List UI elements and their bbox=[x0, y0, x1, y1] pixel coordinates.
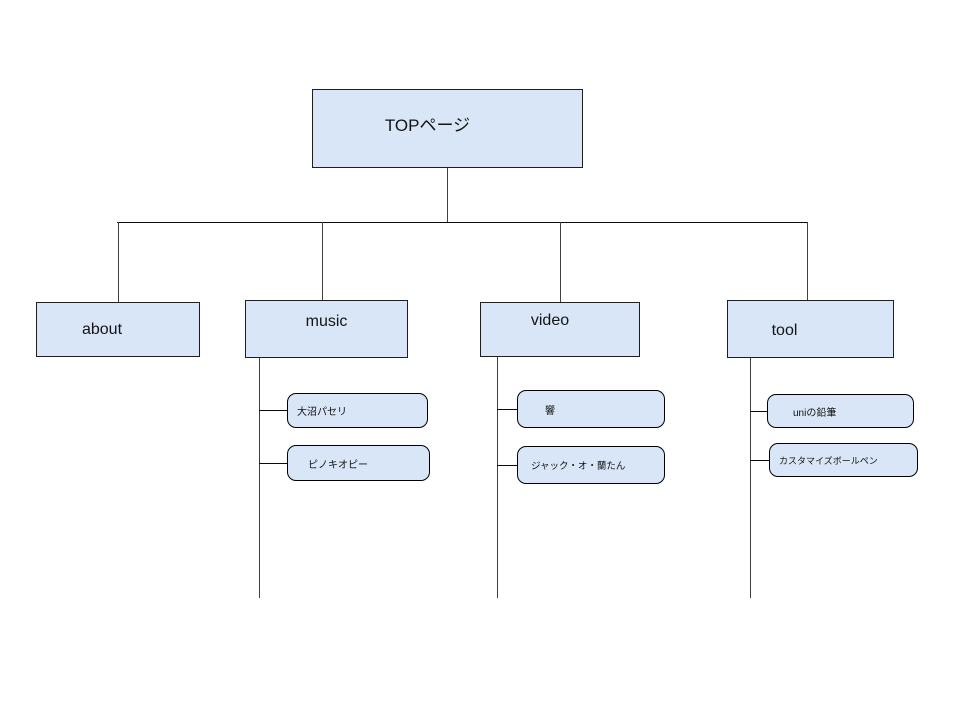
connector-stub-tool-1 bbox=[750, 411, 767, 412]
node-label: music bbox=[305, 313, 348, 330]
connector-drop-music bbox=[322, 222, 323, 300]
node-about: about bbox=[36, 302, 200, 357]
node-label: tool bbox=[771, 322, 798, 339]
connector-stub-video-1 bbox=[497, 409, 517, 410]
node-label: ジャック・オ・蘭たん bbox=[531, 461, 626, 472]
node-label: about bbox=[81, 320, 123, 338]
node-onuma-paseri: 大沼パセリ bbox=[287, 393, 428, 428]
node-video: video bbox=[480, 302, 640, 357]
node-top-page: TOPページ bbox=[312, 89, 583, 168]
node-label: TOPページ bbox=[384, 116, 471, 135]
node-label: 大沼パセリ bbox=[297, 407, 347, 418]
connector-music-stem bbox=[259, 357, 260, 598]
node-label: uniの鉛筆 bbox=[793, 407, 837, 419]
connector-video-stem bbox=[497, 356, 498, 598]
connector-drop-tool bbox=[807, 222, 808, 300]
node-music: music bbox=[245, 300, 408, 358]
connector-tool-stem bbox=[750, 357, 751, 598]
connector-stub-music-2 bbox=[259, 463, 287, 464]
connector-stub-video-2 bbox=[497, 465, 517, 466]
node-hibiki: 響 bbox=[517, 390, 665, 428]
connector-root-stem bbox=[447, 168, 448, 223]
node-label: ピノキオピー bbox=[308, 459, 368, 471]
connector-stub-music-1 bbox=[259, 410, 287, 411]
node-uni-pencil: uniの鉛筆 bbox=[767, 394, 914, 428]
node-customize-ballpen: カスタマイズボールペン bbox=[769, 443, 918, 477]
connector-drop-about bbox=[118, 222, 119, 302]
node-label: 響 bbox=[545, 405, 555, 417]
connector-drop-video bbox=[560, 222, 561, 302]
node-label: カスタマイズボールペン bbox=[779, 455, 878, 466]
node-pinocchiop: ピノキオピー bbox=[287, 445, 430, 481]
node-label: video bbox=[530, 311, 570, 329]
connector-level1-rail bbox=[117, 222, 808, 223]
node-tool: tool bbox=[727, 300, 894, 358]
connector-stub-tool-2 bbox=[750, 460, 769, 461]
node-jack-o-rantan: ジャック・オ・蘭たん bbox=[517, 446, 665, 484]
